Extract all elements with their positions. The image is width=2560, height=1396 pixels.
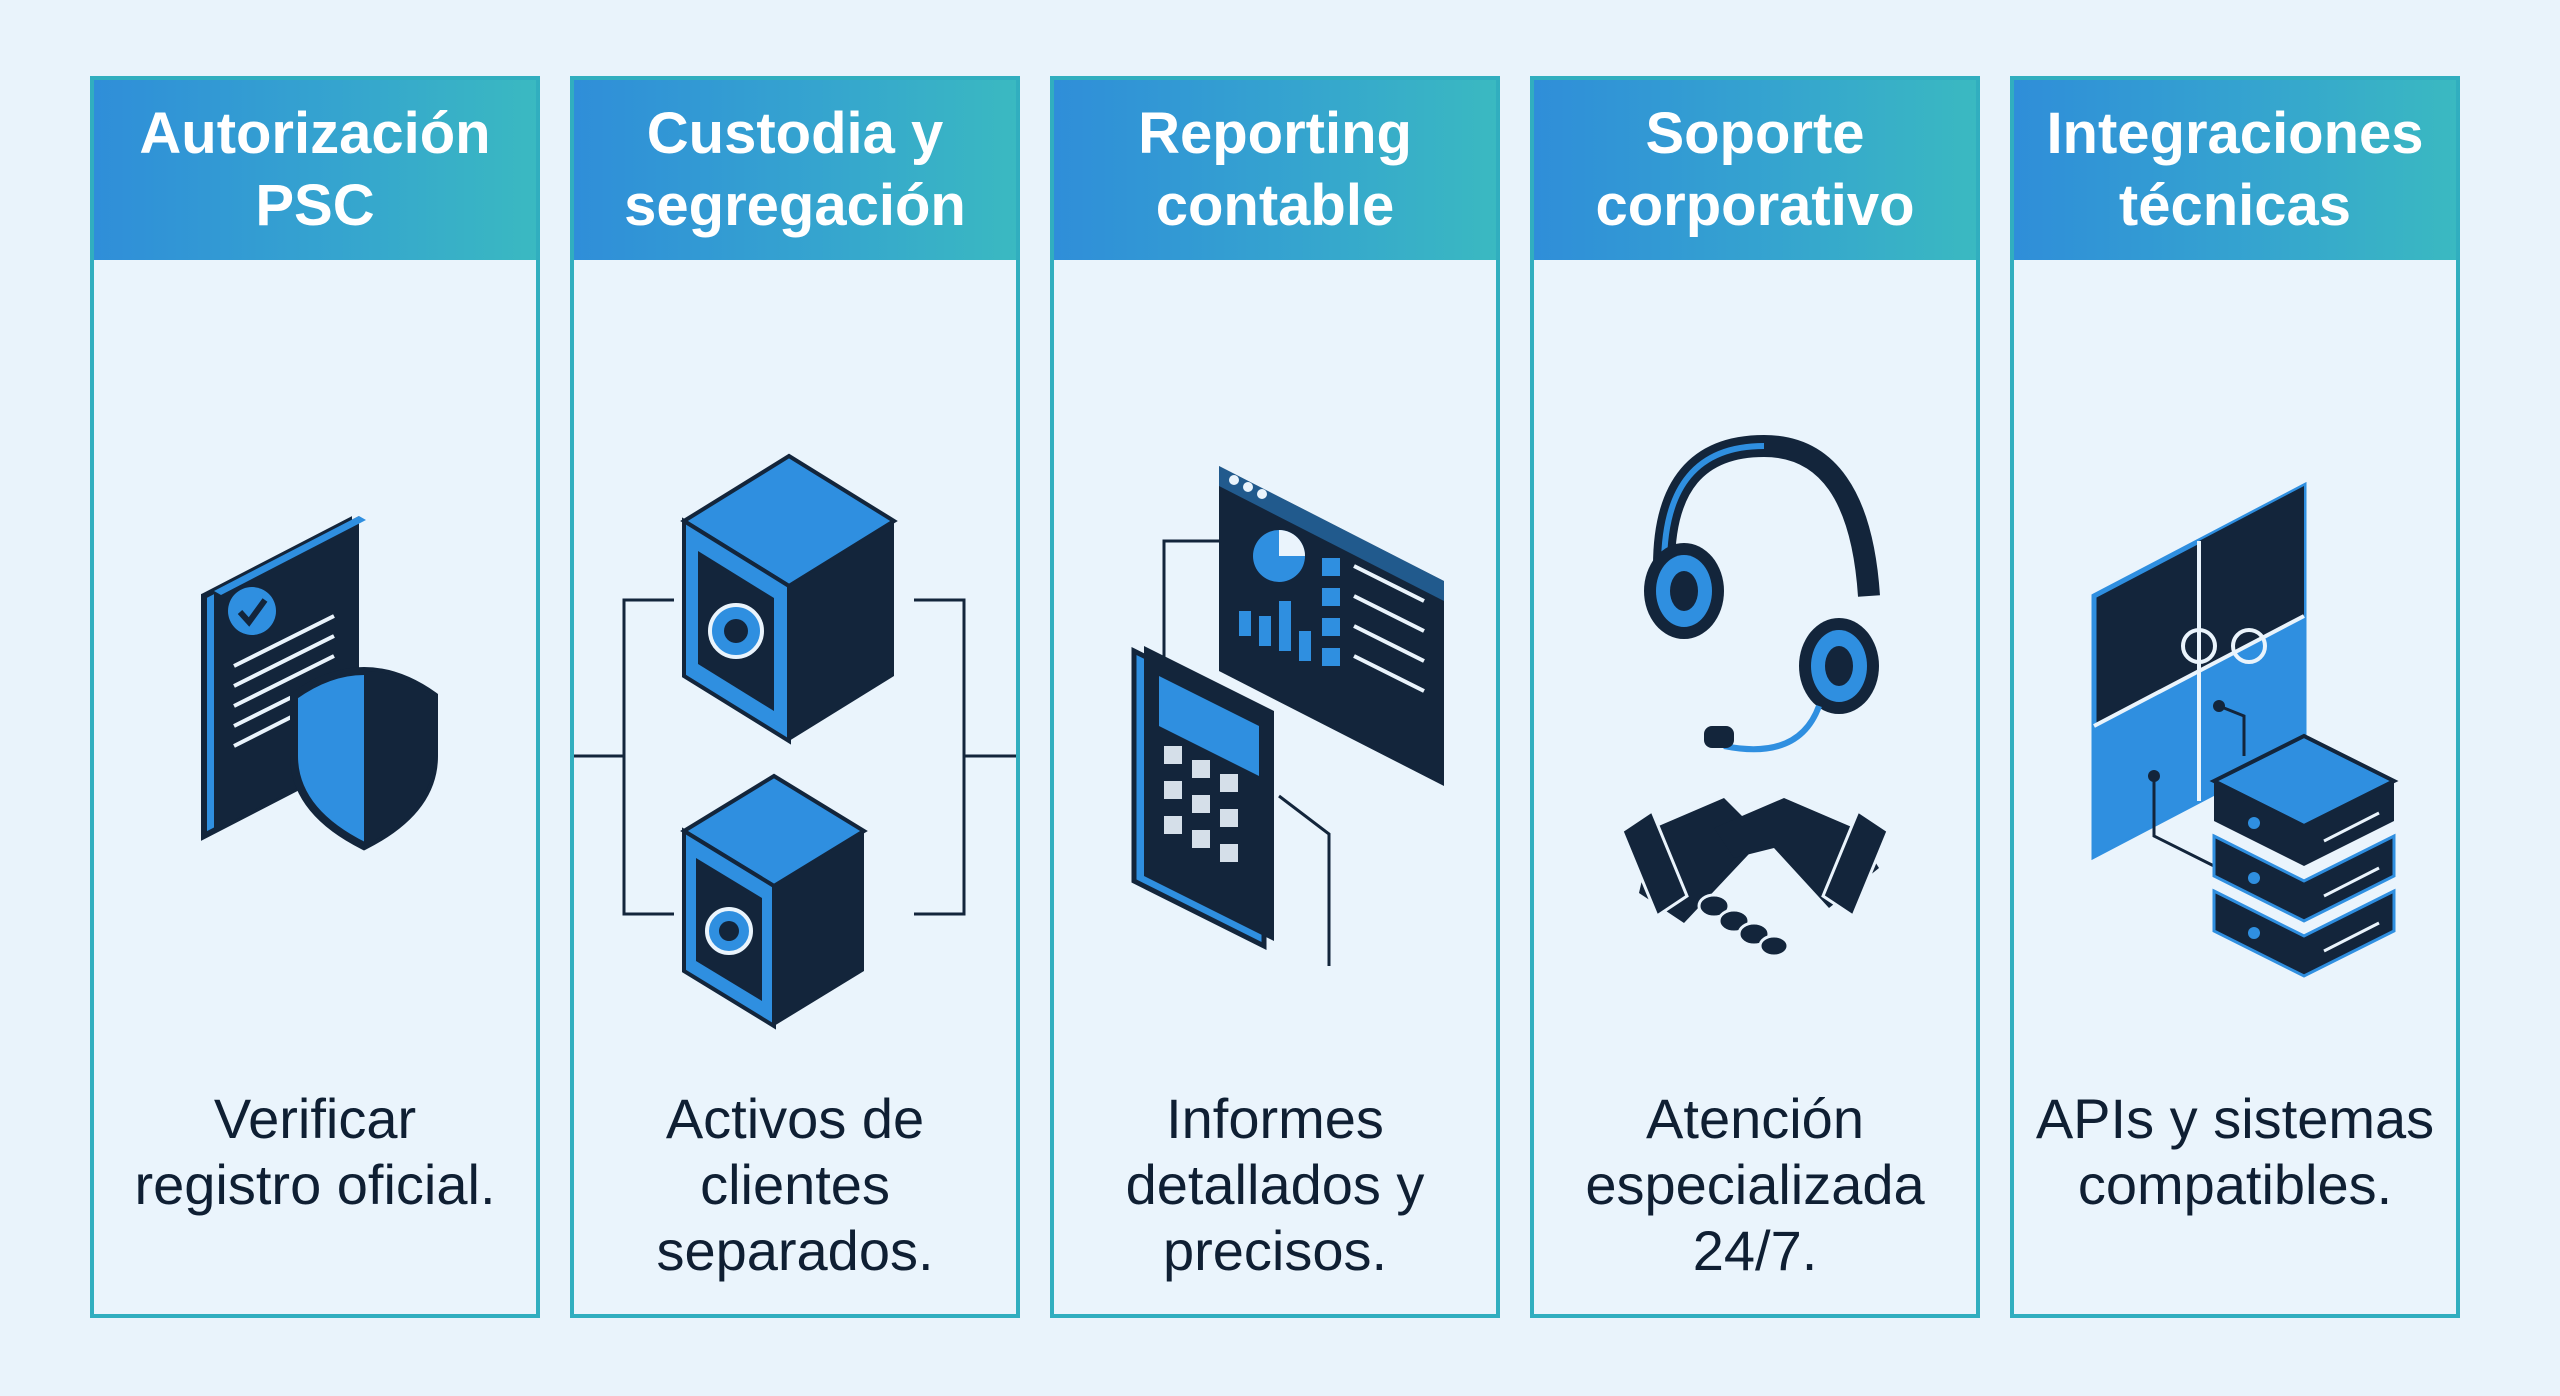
card-title: Reporting contable: [1054, 80, 1496, 260]
card-autorizacion-psc: Autorización PSC Verificar registro ofic…: [90, 76, 540, 1318]
card-description: Informes detallados y precisos.: [1125, 1087, 1425, 1282]
headset-handshake-icon: [1534, 256, 1976, 1056]
puzzle-servers-icon: [2014, 256, 2456, 1056]
card-description: Verificar registro oficial.: [134, 1087, 496, 1216]
card-soporte-corporativo: Soporte corporativo Atención espec: [1530, 76, 1980, 1318]
card-description: Activos de clientes separados.: [656, 1087, 934, 1282]
card-title: Integraciones técnicas: [2014, 80, 2456, 260]
certified-document-shield-icon: [94, 256, 536, 1056]
card-title: Custodia y segregación: [574, 80, 1016, 260]
card-reporting-contable: Reporting contable: [1050, 76, 1500, 1318]
card-custodia-segregacion: Custodia y segregación Activos de client…: [570, 76, 1020, 1318]
card-title: Autorización PSC: [94, 80, 536, 260]
separate-safes-icon: [574, 256, 1016, 1056]
card-description: APIs y sistemas compatibles.: [2035, 1087, 2435, 1216]
card-integraciones-tecnicas: Integraciones técnicas: [2010, 76, 2460, 1318]
card-description: Atención especializada 24/7.: [1585, 1087, 1925, 1282]
card-title: Soporte corporativo: [1534, 80, 1976, 260]
report-dashboard-calculator-icon: [1054, 256, 1496, 1056]
